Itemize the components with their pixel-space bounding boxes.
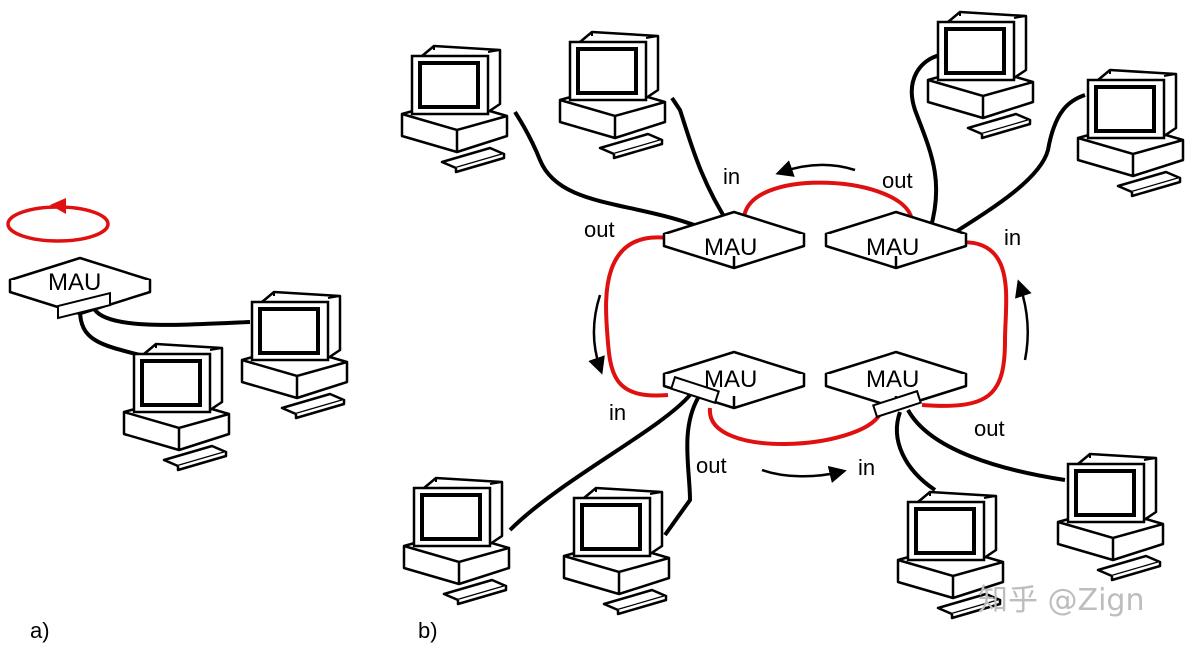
computer-icon (122, 342, 231, 472)
mau-hub-icon (8, 256, 152, 320)
in-label: in (1004, 225, 1021, 250)
cable (78, 309, 141, 357)
mau-label: MAU (866, 234, 919, 261)
flow-arrow-icon (588, 160, 1032, 483)
computer-icon (558, 30, 667, 160)
computer-icon (402, 476, 511, 606)
watermark: 知乎 @Zign (978, 583, 1144, 618)
cables (508, 53, 1086, 537)
mau-label: MAU (704, 234, 757, 261)
out-label: out (974, 416, 1005, 441)
computer-icon (1076, 68, 1185, 198)
mau-label: MAU (704, 366, 757, 393)
computer-icon (240, 290, 349, 420)
panel-b: MAU MAU MAU MAU in out out in in out out… (400, 10, 1185, 643)
mau-label: MAU (48, 269, 101, 296)
out-label: out (584, 217, 615, 242)
cable (93, 308, 251, 327)
rotation-arrow-icon (6, 205, 110, 243)
panel-a-label: a) (30, 618, 50, 643)
computer-icon (562, 486, 671, 616)
panel-a: MAU a) (6, 198, 349, 643)
ring-path (604, 180, 1009, 446)
computer-icon (1056, 452, 1165, 582)
in-label: in (723, 164, 740, 189)
in-label: in (858, 455, 875, 480)
panel-b-label: b) (418, 618, 438, 643)
computer-icon (926, 10, 1035, 140)
mau-label: MAU (866, 366, 919, 393)
rotation-arrowhead (50, 198, 66, 214)
out-label: out (882, 168, 913, 193)
in-label: in (609, 400, 626, 425)
computer-icon (400, 44, 509, 174)
out-label: out (696, 453, 727, 478)
